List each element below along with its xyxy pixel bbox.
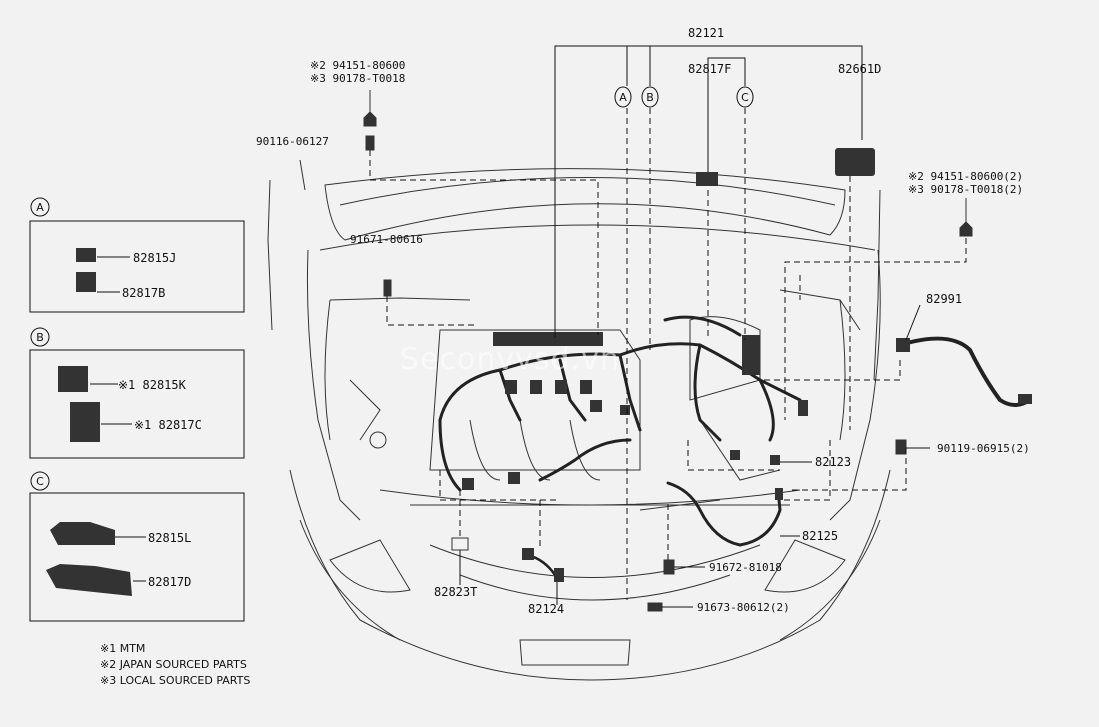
bolt-91673-icon bbox=[647, 602, 663, 612]
label-90178-top: ※3 90178-T0018 bbox=[310, 72, 405, 85]
part-82815K-icon bbox=[58, 366, 88, 392]
inset-c-part-1: 82815L bbox=[148, 531, 191, 545]
label-94151-top: ※2 94151-80600 bbox=[310, 59, 405, 72]
inset-a-part-1: 82815J bbox=[133, 251, 176, 265]
inset-c-tag: C bbox=[36, 475, 44, 488]
bolt-91672-icon bbox=[663, 559, 675, 575]
fasteners bbox=[363, 90, 973, 612]
leader-lines-dashed bbox=[369, 108, 967, 600]
label-82121: 82121 bbox=[688, 26, 724, 40]
bolt-91671-icon bbox=[383, 279, 392, 297]
part-82815J-icon bbox=[76, 248, 96, 262]
label-94151-right: ※2 94151-80600(2) bbox=[908, 170, 1023, 183]
inset-c-part-2: 82817D bbox=[148, 575, 191, 589]
callout-a-label: A bbox=[619, 91, 627, 104]
nut-94151-right-icon bbox=[959, 221, 973, 237]
callout-markers: A B C bbox=[614, 86, 754, 108]
label-91672: 91672-81018 bbox=[709, 561, 782, 574]
bolt-90119-icon bbox=[895, 439, 907, 455]
label-90178-right: ※3 90178-T0018(2) bbox=[908, 183, 1023, 196]
engine-harness bbox=[438, 315, 802, 492]
inset-b: B ※1 82815K ※1 82817C bbox=[29, 327, 245, 459]
label-82661D: 82661D bbox=[838, 62, 881, 76]
connector-82817F-icon bbox=[696, 172, 718, 186]
note-3: ※3 LOCAL SOURCED PARTS bbox=[100, 674, 251, 687]
label-90116: 90116-06127 bbox=[256, 135, 329, 148]
inset-a: A 82815J 82817B bbox=[29, 197, 245, 313]
label-91671: 91671-80616 bbox=[350, 233, 423, 246]
part-82817D-icon bbox=[46, 564, 132, 596]
callout-b-label: B bbox=[646, 91, 654, 104]
part-labels: 82121 82817F 82661D ※2 94151-80600 ※3 90… bbox=[256, 26, 1030, 616]
connector-82661D-icon bbox=[835, 148, 875, 176]
harness-82991 bbox=[898, 336, 1032, 407]
inset-b-part-1: ※1 82815K bbox=[118, 378, 187, 392]
connectors bbox=[46, 148, 1032, 596]
inset-a-tag: A bbox=[36, 201, 44, 214]
label-90119: 90119-06915(2) bbox=[937, 442, 1030, 455]
label-82823T: 82823T bbox=[434, 585, 477, 599]
car-outline bbox=[267, 159, 891, 681]
note-2: ※2 JAPAN SOURCED PARTS bbox=[100, 658, 247, 671]
label-82123: 82123 bbox=[815, 455, 851, 469]
label-82991: 82991 bbox=[926, 292, 962, 306]
inset-b-part-2: ※1 82817C bbox=[134, 418, 202, 432]
part-82817B-icon bbox=[76, 272, 96, 292]
clip-90116-icon bbox=[365, 135, 375, 151]
nut-94151-icon bbox=[363, 111, 377, 127]
note-1: ※1 MTM bbox=[100, 642, 146, 655]
label-91673: 91673-80612(2) bbox=[697, 601, 790, 614]
relay-block-icon bbox=[493, 332, 603, 346]
callout-c-label: C bbox=[741, 91, 749, 104]
inset-b-tag: B bbox=[36, 331, 44, 344]
watermark: Seconvvsd.vn bbox=[400, 342, 620, 377]
part-82817C-icon bbox=[70, 402, 100, 442]
label-82125: 82125 bbox=[802, 529, 838, 543]
label-82817F: 82817F bbox=[688, 62, 731, 76]
label-82124: 82124 bbox=[528, 602, 564, 616]
harness-82125 bbox=[666, 481, 782, 547]
leader-lines-solid bbox=[90, 45, 930, 608]
part-82815L-icon bbox=[50, 522, 115, 545]
inset-a-part-2: 82817B bbox=[122, 286, 165, 300]
inset-c: C 82815L 82817D bbox=[29, 471, 245, 622]
